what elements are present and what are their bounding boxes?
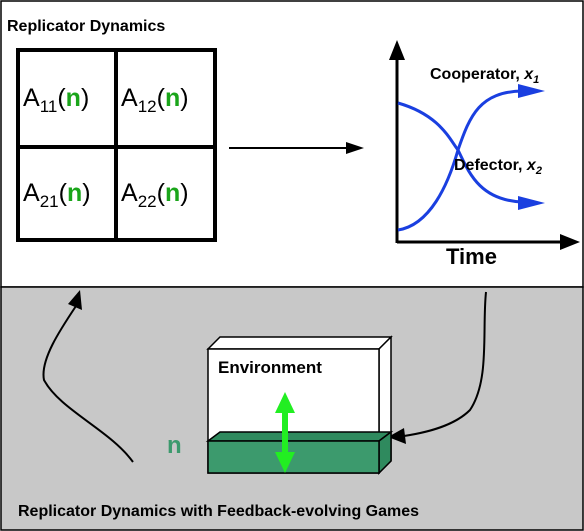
feedback-arrow-right bbox=[403, 291, 487, 437]
matrix-cell-a22: A22(n) bbox=[121, 179, 189, 211]
matrix-cell-a11: A11(n) bbox=[23, 84, 90, 116]
n-label: n bbox=[167, 432, 182, 459]
feedback-arrowhead-right bbox=[388, 428, 406, 444]
payoff-matrix-grid bbox=[16, 48, 217, 242]
top-panel-title: Replicator Dynamics bbox=[7, 18, 166, 35]
time-axis-label: Time bbox=[446, 244, 497, 269]
feedback-arrow-left bbox=[42, 305, 134, 463]
plot-axes bbox=[389, 40, 580, 250]
defector-label: Defector, x2 bbox=[454, 157, 542, 177]
cooperator-arrowhead bbox=[518, 196, 545, 210]
environment-double-arrow bbox=[275, 392, 295, 473]
matrix-cell-a12: A12(n) bbox=[121, 84, 189, 116]
feedback-arrowhead-left bbox=[68, 290, 82, 310]
matrix-cell-a21: A21(n) bbox=[23, 179, 91, 211]
matrix-to-plot-arrow bbox=[229, 142, 364, 154]
environment-label: Environment bbox=[218, 358, 322, 377]
bottom-panel-title: Replicator Dynamics with Feedback-evolvi… bbox=[18, 503, 420, 520]
cooperator-label: Cooperator, x1 bbox=[430, 66, 540, 86]
defector-arrowhead bbox=[518, 84, 545, 98]
defector-curve bbox=[397, 89, 523, 232]
